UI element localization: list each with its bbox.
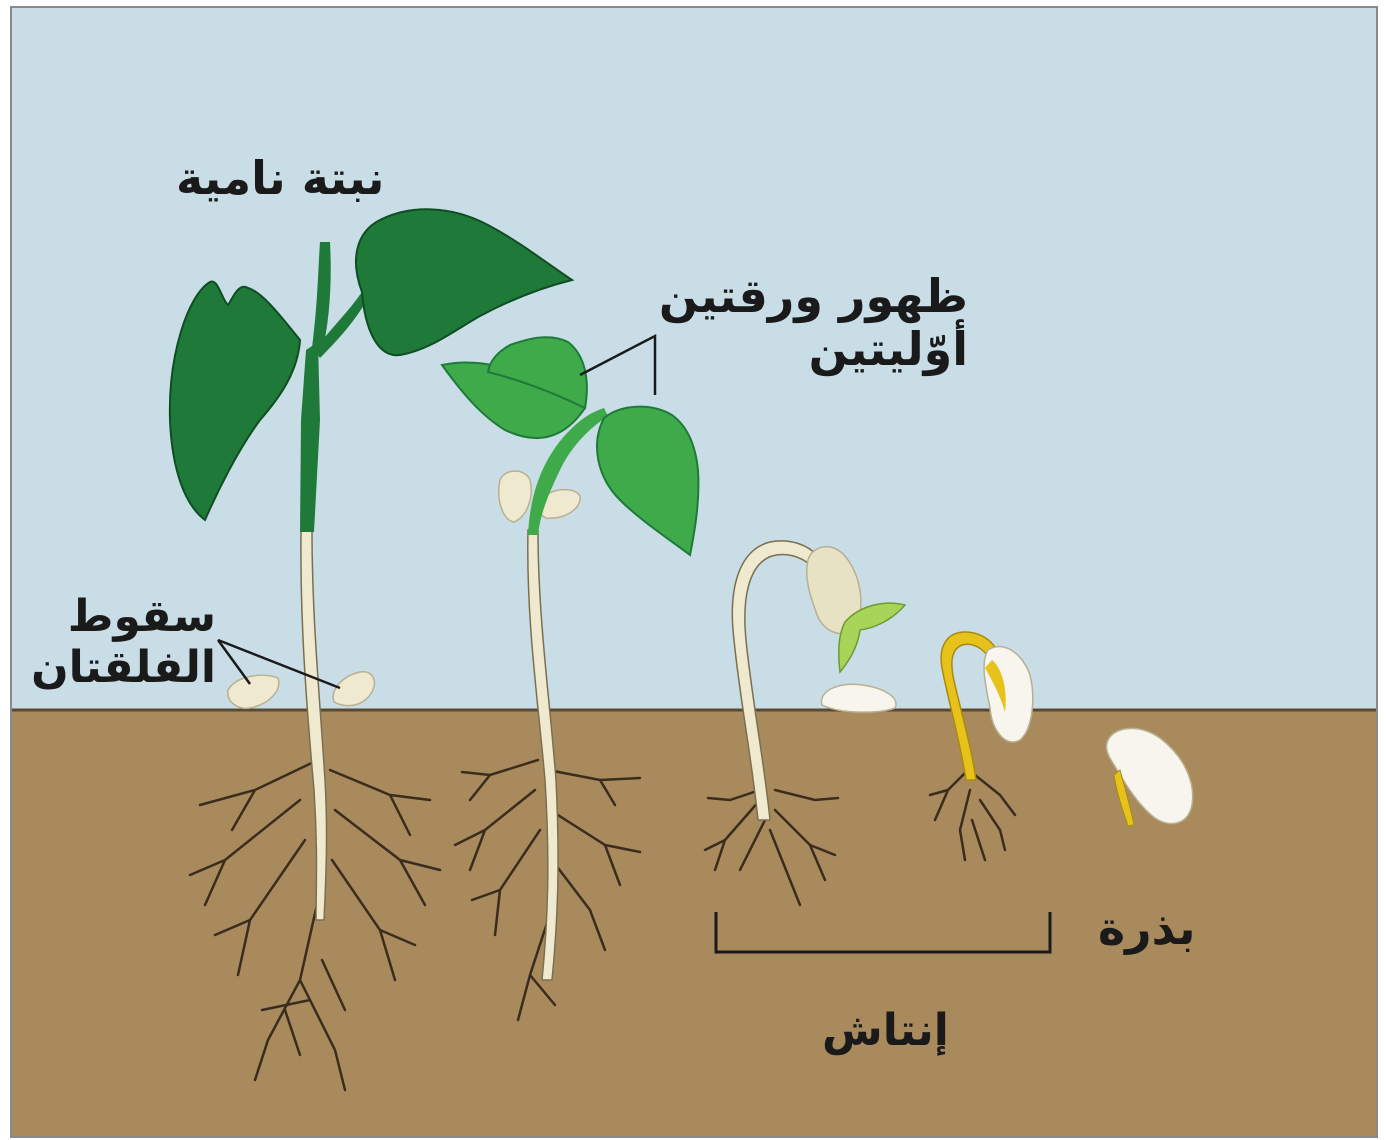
cotyledons-fall-label: سقوط الفلقتان (40, 592, 216, 693)
seed-label: بذرة (1098, 902, 1195, 955)
cotyledons-fall-label-line1: سقوط (40, 592, 216, 643)
primary-leaves-label: ظهور ورقتين أوّليتين (662, 270, 968, 376)
primary-leaves-label-line2: أوّليتين (662, 323, 968, 376)
cotyledons-fall-label-line2: الفلقتان (40, 643, 216, 694)
primary-leaves-label-line1: ظهور ورقتين (662, 270, 968, 323)
germination-label: إنتاش (822, 1006, 949, 1057)
growing-plant-label: نبتة نامية (176, 152, 384, 205)
